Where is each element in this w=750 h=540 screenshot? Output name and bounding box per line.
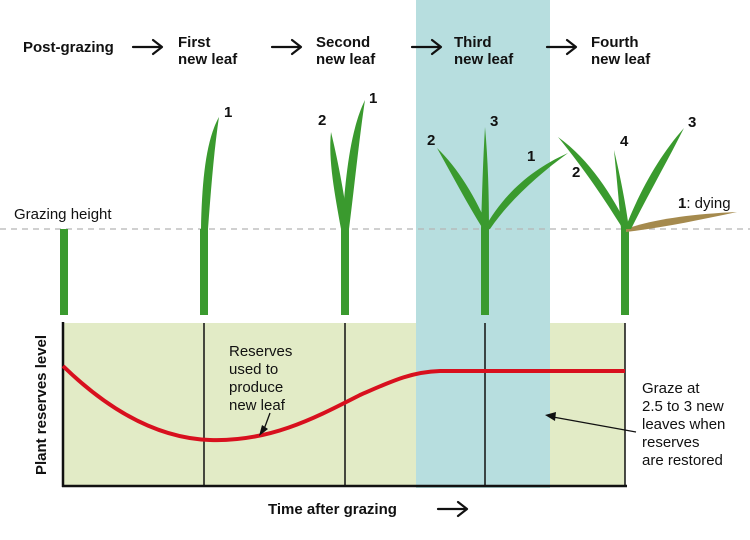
stage-fourth-line1: Fourth: [591, 34, 638, 51]
stage-post-grazing: Post-grazing: [23, 39, 114, 56]
stem-second: [341, 229, 349, 315]
x-axis-label: Time after grazing: [268, 501, 397, 518]
leaf-number: 3: [490, 113, 498, 130]
plant-fourth-leaf: [558, 128, 737, 232]
right-arrow-icon: [545, 38, 578, 56]
leaf-number-labels: 1 2 1 2 3 1 2 4 3: [224, 90, 696, 181]
leaf-number: 4: [620, 133, 629, 150]
stage-first-line2: new leaf: [178, 51, 238, 68]
leaf-number: 2: [427, 132, 435, 149]
stage-fourth-line2: new leaf: [591, 51, 651, 68]
chart-axes: [61, 322, 627, 488]
y-axis-label: Plant reserves level: [33, 335, 50, 475]
plant-stems: [60, 229, 629, 315]
dying-leaf: [626, 212, 737, 232]
reserves-curve: [61, 364, 625, 443]
header-arrows: [131, 38, 578, 56]
stage-third-line2: new leaf: [454, 51, 514, 68]
stage-second-line1: Second: [316, 34, 370, 51]
graze-pointer: [552, 416, 637, 433]
stage-headers: Post-grazing First new leaf Second new l…: [23, 34, 651, 68]
graze-pointer-head: [545, 412, 556, 421]
graze-annotation: Graze at 2.5 to 3 new leaves when reserv…: [642, 380, 725, 469]
plant-first-leaf: [201, 117, 219, 229]
stem-fourth: [621, 229, 629, 315]
reserves-pointer-head: [259, 425, 268, 436]
leaf-number: 2: [318, 112, 326, 129]
right-arrow-icon: [270, 38, 303, 56]
annotation-line: Reserves: [229, 343, 292, 360]
leaf-number: 2: [572, 164, 580, 181]
reserves-annotation: Reserves used to produce new leaf: [229, 343, 292, 414]
annotation-line: reserves: [642, 434, 700, 451]
leaf-number: 1: [369, 90, 377, 107]
leaf-number: 3: [688, 114, 696, 131]
stage-third-line1: Third: [454, 34, 492, 51]
stem-first: [200, 229, 208, 315]
annotation-line: 2.5 to 3 new: [642, 398, 724, 415]
annotation-line: Graze at: [642, 380, 700, 397]
annotation-line: produce: [229, 379, 283, 396]
annotation-line: are restored: [642, 452, 723, 469]
grazing-height-label: Grazing height: [14, 206, 112, 223]
chart-background-right: [550, 323, 625, 486]
leaf-number: 1: [224, 104, 232, 121]
plant-second-leaf: [330, 100, 365, 229]
chart-background-left: [63, 323, 416, 486]
stage-second-line2: new leaf: [316, 51, 376, 68]
right-arrow-icon: [410, 38, 443, 56]
dying-label: 1: dying: [678, 195, 731, 212]
annotation-line: used to: [229, 361, 278, 378]
right-arrow-icon: [131, 38, 164, 56]
leaf-number: 1: [527, 148, 535, 165]
stage-first-line1: First: [178, 34, 211, 51]
annotation-line: new leaf: [229, 397, 286, 414]
right-arrow-icon: [436, 500, 469, 518]
stem-post-grazing: [60, 229, 68, 315]
stem-third: [481, 229, 489, 315]
plant-third-leaf: [437, 127, 568, 229]
annotation-line: leaves when: [642, 416, 725, 433]
